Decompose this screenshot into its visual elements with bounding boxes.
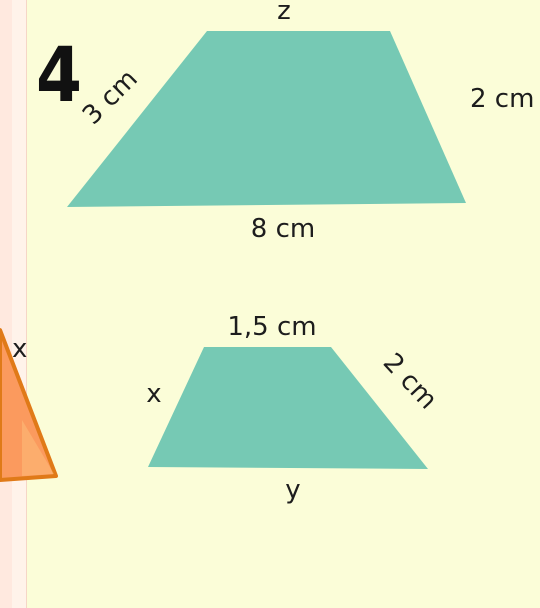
triangle-label-x: x bbox=[12, 334, 27, 364]
partial-triangle bbox=[0, 328, 58, 482]
small-trapezoid-bottom-label: y bbox=[285, 475, 300, 505]
large-trapezoid-bottom-label: 8 cm bbox=[251, 214, 315, 244]
small-trapezoid bbox=[148, 347, 428, 469]
large-trapezoid bbox=[67, 31, 466, 207]
large-trapezoid-top-label: z bbox=[277, 0, 291, 26]
small-trapezoid-left-label: x bbox=[146, 379, 161, 409]
partial-triangle-shade bbox=[22, 420, 54, 476]
large-trapezoid-right-label: 2 cm bbox=[470, 84, 534, 114]
small-trapezoid-top-label: 1,5 cm bbox=[227, 312, 316, 342]
large-trapezoid-left-label: 3 cm bbox=[77, 64, 144, 131]
problem-number: 4 bbox=[36, 30, 82, 119]
small-trapezoid-right-label: 2 cm bbox=[377, 348, 443, 416]
